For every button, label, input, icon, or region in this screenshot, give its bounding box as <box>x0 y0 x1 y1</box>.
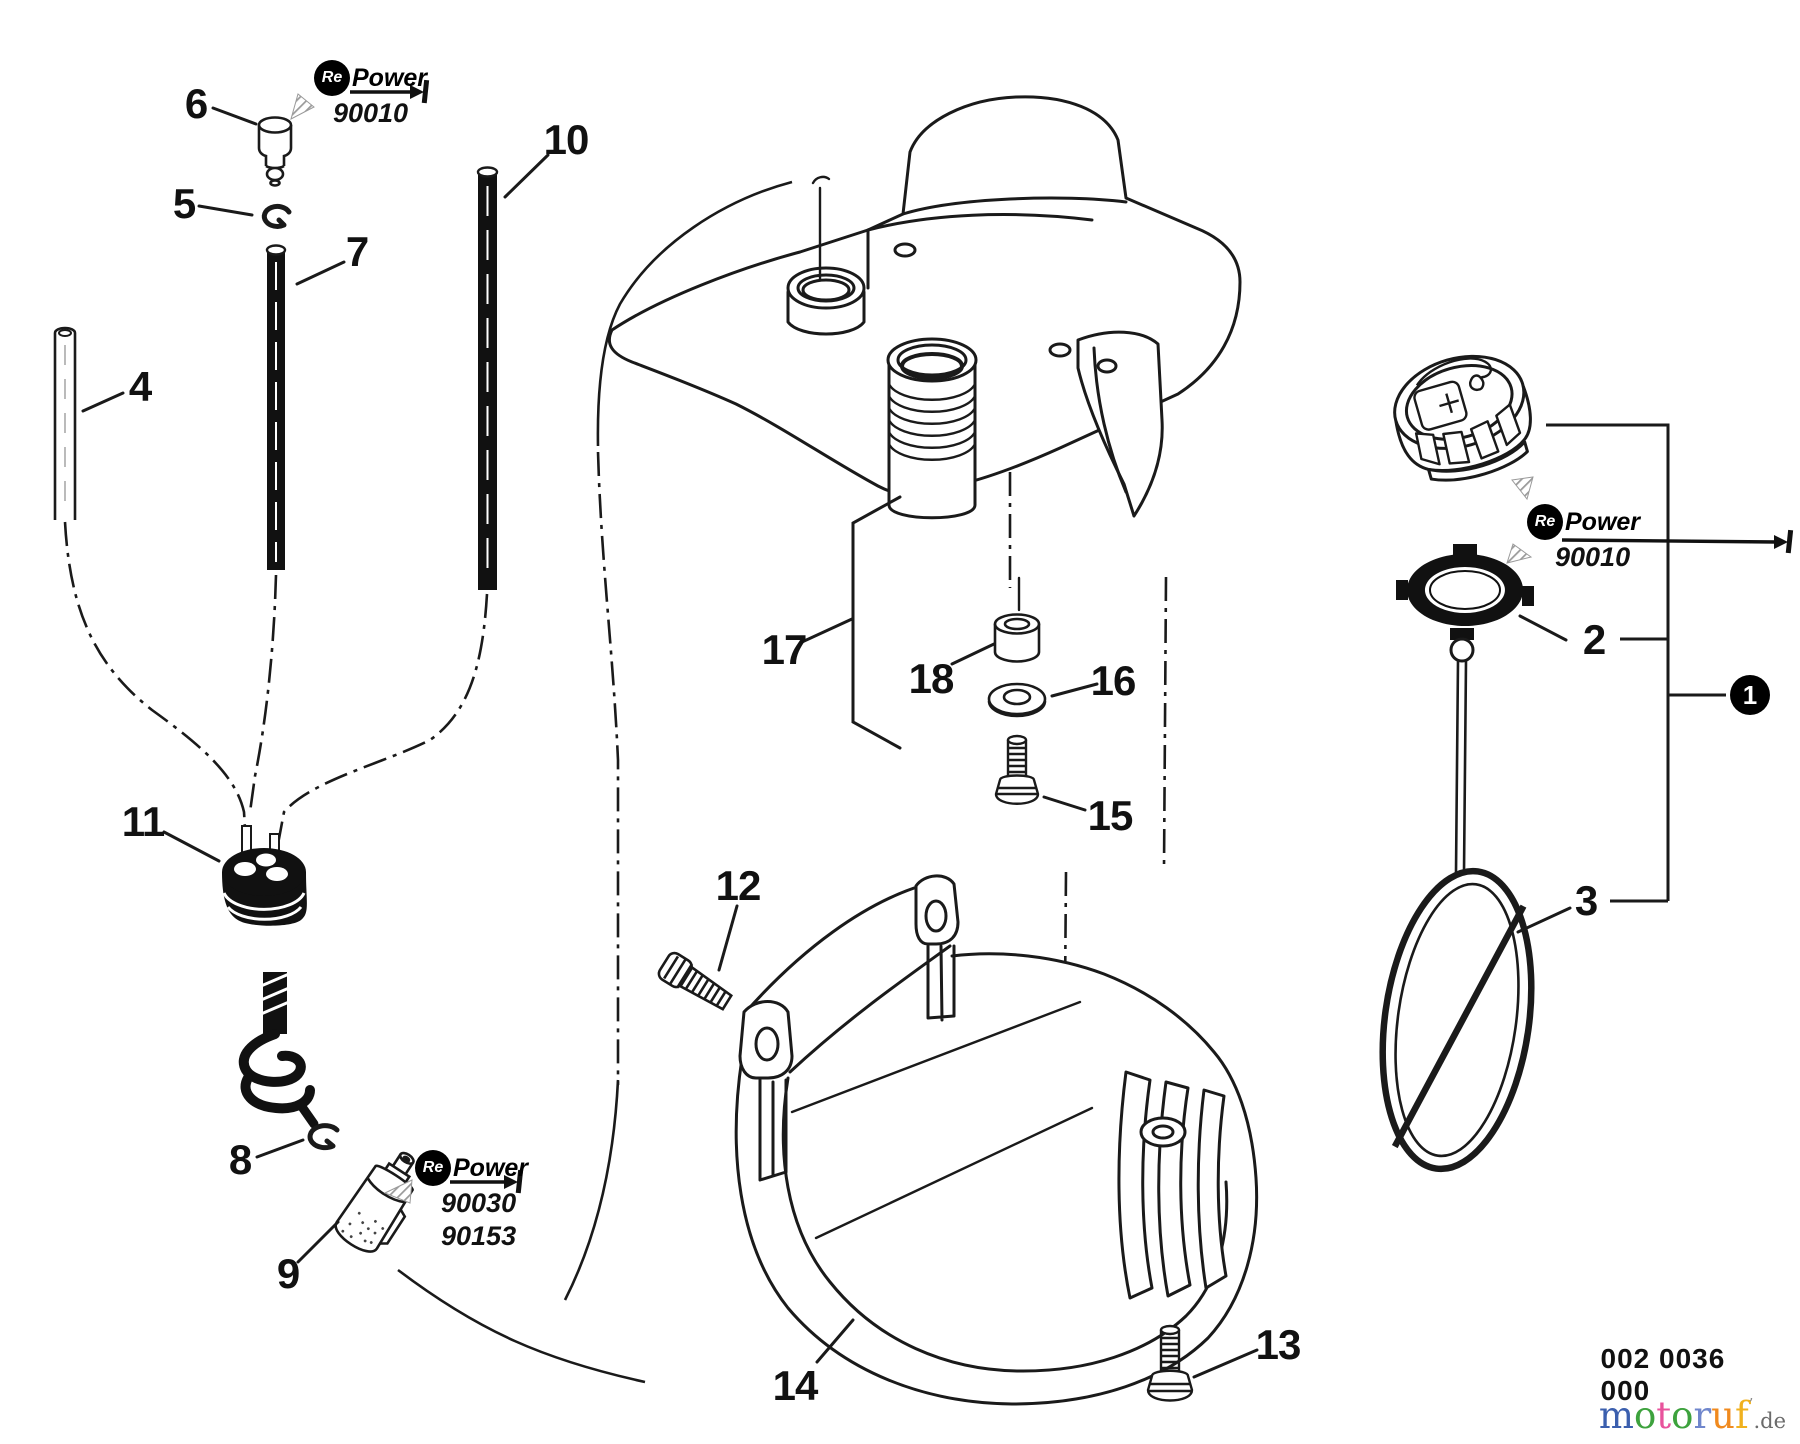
repower-logo-icon: Re <box>415 1150 451 1186</box>
repower-logo-icon: Re <box>1527 504 1563 540</box>
repower-part-code: 90030 <box>441 1188 517 1218</box>
cap-retainer-part3 <box>1379 637 1535 1173</box>
gasket-part2 <box>1396 544 1534 640</box>
fuel-filter-part9 <box>334 1151 415 1253</box>
callout-3: 3 <box>1574 877 1598 924</box>
callout-4: 4 <box>128 363 152 410</box>
motoruf-suffix: .de <box>1753 1409 1786 1433</box>
callout-6: 6 <box>184 80 208 127</box>
motoruf-logo: motoruf’.de <box>1598 1394 1786 1437</box>
callout-10: 10 <box>543 116 590 163</box>
fuel-cap-drawing <box>1393 354 1532 482</box>
callout-2: 2 <box>1582 616 1606 663</box>
repower-badge-top-left: Re Power 90010 <box>314 60 427 129</box>
dash-dot-leaders <box>63 430 1168 1121</box>
vent-valve-part6 <box>257 116 293 187</box>
motoruf-trademark: ’ <box>1748 1395 1754 1413</box>
fuel-tube-4 <box>53 326 77 520</box>
fuel-tube-7 <box>265 244 287 570</box>
bolt-part12 <box>657 951 733 1011</box>
badge-arrows <box>350 79 1794 1194</box>
pointer-triangles <box>290 93 1534 1204</box>
curled-fuel-line <box>238 972 319 1129</box>
repower-logo-text: Power <box>352 63 428 92</box>
callout-17: 17 <box>761 626 808 673</box>
callout-13: 13 <box>1255 1321 1302 1368</box>
circled-callout-1: 1 <box>1730 675 1770 715</box>
callout-14: 14 <box>772 1362 819 1409</box>
repower-badge-cap: Re Power 90010 <box>1527 504 1640 573</box>
callout-12: 12 <box>715 862 762 909</box>
callout-16: 16 <box>1090 657 1137 704</box>
repower-part-code: 90153 <box>441 1221 517 1251</box>
bolt-part15 <box>994 734 1040 805</box>
motoruf-wordmark: motoruf <box>1598 1394 1749 1437</box>
repower-badge-filter: Re Power 90030 90153 <box>415 1150 528 1252</box>
shield-drawing <box>734 874 1259 1406</box>
repower-logo-text: Power <box>1565 507 1641 536</box>
repower-logo-icon: Re <box>314 60 350 96</box>
routing-curves <box>397 180 793 1384</box>
callout-11: 11 <box>121 798 165 845</box>
callout-18: 18 <box>908 655 955 702</box>
pointer-triangle-icon <box>383 1179 413 1204</box>
repower-logo-text: Power <box>453 1153 529 1182</box>
fuel-tube-10 <box>476 166 499 590</box>
pointer-triangle-icon <box>1511 476 1534 501</box>
repower-part-code: 90010 <box>1555 542 1631 572</box>
clip-part8 <box>307 1123 340 1151</box>
clip-part5 <box>261 203 292 229</box>
callout-7: 7 <box>345 228 369 275</box>
drawing-number: 002 0036 000 <box>1600 1343 1726 1406</box>
fuel-tank-drawing <box>607 95 1242 612</box>
pointer-triangle-icon <box>1506 543 1533 564</box>
spacer-part18 <box>993 613 1041 663</box>
label-leader-lines <box>81 106 1572 1379</box>
repower-part-code: 90010 <box>332 98 409 128</box>
bolt-part13 <box>1146 1324 1194 1402</box>
washer-part16 <box>987 682 1047 718</box>
callout-15: 15 <box>1087 792 1134 839</box>
callout-8: 8 <box>228 1136 252 1183</box>
grommet-part11 <box>222 825 307 926</box>
pointer-triangle-icon <box>290 93 315 120</box>
callout-5: 5 <box>172 180 196 227</box>
callout-9: 9 <box>276 1250 300 1297</box>
bracket-1-2-3 <box>1546 423 1726 903</box>
